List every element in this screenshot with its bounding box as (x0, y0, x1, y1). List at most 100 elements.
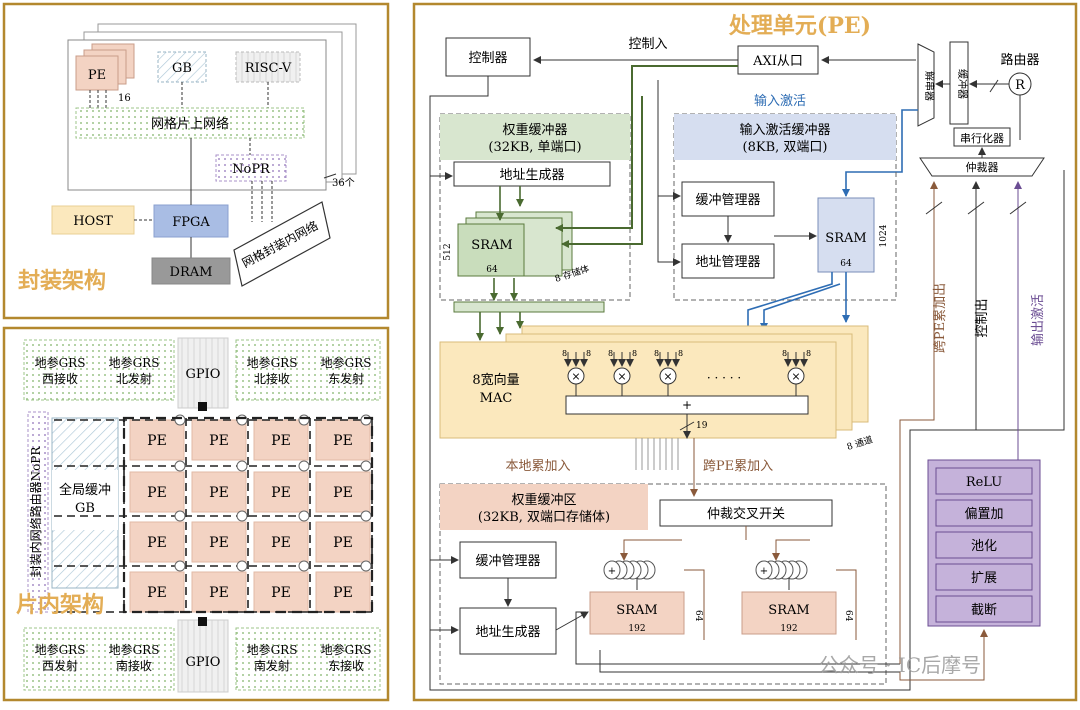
input-buf-mgr-label: 缓冲管理器 (695, 193, 760, 208)
pe-block (75, 55, 119, 91)
operand-width: 8 (782, 349, 787, 358)
deserializer-label: 解串器 (923, 71, 936, 101)
adder-chain: + (755, 560, 808, 580)
ctrl-out-label: 控制出 (975, 298, 990, 337)
operand-width: 8 (586, 349, 591, 358)
serializer-label: 串行化器 (960, 131, 1004, 145)
weight-width-64: 64 (486, 265, 498, 275)
arb-switch-label: 仲裁交叉开关 (707, 506, 785, 522)
fanout-wires (635, 438, 679, 470)
serializer-block (953, 127, 1011, 147)
riscv-label: RISC-V (245, 61, 292, 76)
pe-cell: PE (129, 419, 185, 461)
router-node (360, 510, 372, 522)
accum-addr-gen (459, 607, 557, 655)
operand-width: 8 (806, 349, 811, 358)
pe-cell-label: PE (209, 485, 229, 501)
out-act-label: 输出激活 (1030, 294, 1046, 346)
adder-plus: + (682, 398, 692, 412)
accum-sram-1-depth: 64 (693, 610, 703, 622)
input-sram-label: SRAM (825, 231, 866, 246)
pe-cell: PE (191, 571, 247, 613)
controller-label: 控制器 (468, 51, 507, 66)
router-node (236, 560, 248, 572)
weight-sram (457, 223, 525, 277)
router-node (174, 460, 186, 472)
pe-count: 16 (118, 93, 131, 104)
dram-label: DRAM (170, 265, 213, 280)
input-width-64: 64 (840, 259, 852, 269)
input-sram (817, 197, 875, 273)
multiply-icon: × (663, 370, 672, 383)
router-node (360, 414, 372, 426)
noc-block (75, 107, 305, 139)
pe-label: PE (88, 68, 106, 83)
pe-cell-label: PE (333, 535, 353, 551)
pe-cell-label: PE (147, 535, 167, 551)
watermark: 公众号 · IC后摩号 (819, 653, 981, 677)
package-panel: PE 16 GB RISC-V 网格片上网络 NoPR 36个 HOST FPG… (2, 2, 390, 320)
pe-cell: PE (191, 471, 247, 513)
chip-title: 片内架构 (16, 592, 104, 618)
axi-label: AXI从口 (752, 54, 803, 69)
host-label: HOST (73, 214, 113, 229)
post-stage: 截断 (935, 595, 1033, 623)
router-node (298, 560, 310, 572)
post-stage-label: 扩展 (971, 571, 997, 586)
buffer-block (949, 41, 969, 125)
die-count: 36个 (332, 177, 355, 189)
multiplier-unit: × 8 8 (562, 349, 591, 396)
input-depth-1024: 1024 (879, 224, 889, 247)
pe-cell: PE (191, 419, 247, 461)
pe-cell-label: PE (333, 485, 353, 501)
pe-cell-label: PE (333, 433, 353, 449)
multiply-icon: × (791, 370, 800, 383)
arbiter-label: 仲裁器 (966, 160, 999, 174)
post-stage: 偏置加 (935, 499, 1033, 527)
operand-width: 8 (678, 349, 683, 358)
pe-cell: PE (129, 571, 185, 613)
post-stage: 池化 (935, 531, 1033, 559)
pe-cell-label: PE (333, 585, 353, 601)
pe-panel: 处理单元(PE) 控制器 AXI从口 控制入 解串器 缓冲器 R 路由器 串行化… (412, 2, 1078, 702)
accum-buf-mgr-label: 缓冲管理器 (475, 554, 540, 569)
accum-sram-1-label: SRAM (616, 603, 657, 618)
accum-sram-2 (741, 591, 837, 635)
router-node (298, 510, 310, 522)
accumulators: ++ (603, 560, 808, 580)
router-node (298, 460, 310, 472)
adder-chain: + (603, 560, 656, 580)
multiply-icon: × (571, 370, 580, 383)
pe-cell-label: PE (209, 585, 229, 601)
pe-cell-label: PE (147, 585, 167, 601)
operand-width: 8 (562, 349, 567, 358)
multiplier-unit: × 8 8 (782, 349, 811, 396)
input-act-label: 输入激活 (754, 93, 806, 109)
post-stage: ReLU (935, 467, 1033, 495)
pe-cell-label: PE (271, 535, 291, 551)
pe-cell-label: PE (147, 485, 167, 501)
weight-addr-gen (453, 161, 611, 187)
adder-width-19: 19 (696, 421, 708, 431)
router-node (360, 460, 372, 472)
mac-array (439, 341, 837, 439)
router-node (174, 414, 186, 426)
accum-addr-gen-label: 地址生成器 (475, 625, 540, 640)
nopr-block (215, 154, 287, 182)
nopr-label: NoPR (232, 162, 271, 177)
router-node (236, 460, 248, 472)
post-stage-label: 池化 (971, 539, 997, 554)
pe-cell: PE (315, 521, 371, 563)
cross-pe-acc-in-label: 跨PE累加入 (703, 459, 773, 474)
pe-cell-label: PE (209, 433, 229, 449)
